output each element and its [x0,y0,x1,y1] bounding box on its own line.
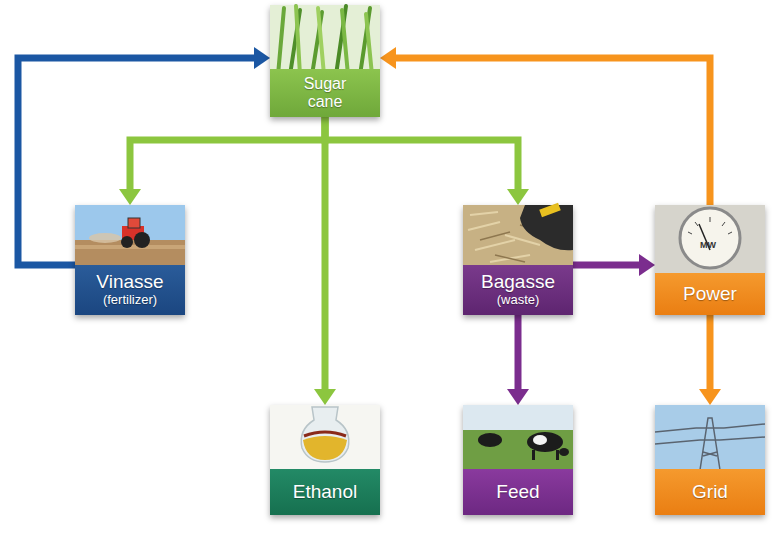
bagasse-photo [463,203,573,270]
arrow-head [119,189,141,205]
label-band: Grid [655,469,765,515]
process-box: Ethanol [270,405,380,515]
flow-line [322,117,329,390]
process-box: Bagasse(waste) [463,205,573,315]
flow-arrow [507,315,529,405]
flow-arrow [119,117,325,205]
arrow-head [639,254,655,276]
flow-line [515,315,522,390]
pylon-photo [655,405,765,470]
flow-line [325,117,518,190]
process-box: Grid [655,405,765,515]
node-title: Grid [692,482,728,503]
gauge-photo [655,205,765,315]
node-subtitle: (fertilizer) [103,293,157,307]
flow-arrow [573,254,655,276]
label-band: Bagasse(waste) [463,265,573,315]
node-title: Power [683,284,737,305]
arrow-head [507,189,529,205]
label-band: Power [655,273,765,315]
arrow-head [314,389,336,405]
node-title: Vinasse [96,272,163,293]
flow-line [18,58,255,265]
process-box: Feed [463,405,573,515]
node-subtitle: (waste) [497,293,540,307]
arrow-head [699,389,721,405]
process-box: Power [655,205,765,315]
node-title: Ethanol [293,482,357,503]
flow-line [130,117,325,190]
label-band: Vinasse(fertilizer) [75,265,185,315]
arrow-head [254,47,270,69]
arrow-head [380,47,396,69]
cows-photo [463,405,573,470]
process-box: Vinasse(fertilizer) [75,205,185,315]
process-box: Sugar cane [270,5,380,117]
flow-line [395,58,710,205]
node-title: Feed [496,482,539,503]
flow-arrow [314,117,336,405]
label-band: Sugar cane [270,69,380,117]
flask-photo [270,405,380,470]
node-title: Bagasse [481,272,555,293]
flow-arrow [18,47,270,265]
sugar-cane-photo [270,5,380,75]
tractor-photo [75,205,185,265]
flow-line [707,315,714,390]
node-title: Sugar cane [294,75,356,110]
flow-line [573,262,640,269]
arrow-head [507,389,529,405]
flow-arrow [380,47,710,205]
flow-arrow [699,315,721,405]
label-band: Ethanol [270,469,380,515]
gauge-label: MW [700,240,716,250]
label-band: Feed [463,469,573,515]
flow-arrow [325,117,529,205]
